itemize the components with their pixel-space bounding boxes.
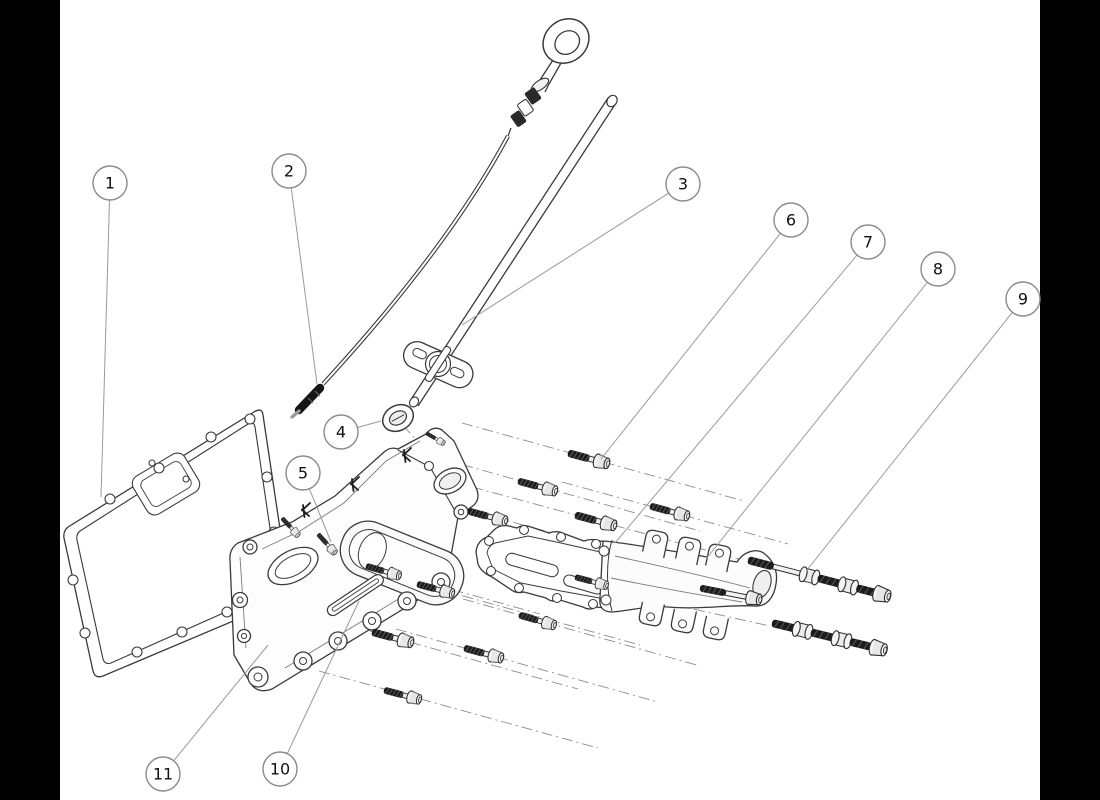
callout-2-leader [290,187,318,385]
gasket-cutout [131,452,201,516]
callout-5-balloon [285,455,321,491]
callout-2-balloon [271,153,307,189]
callout-5-number: 5 [298,464,308,483]
callout-3-balloon [665,166,701,202]
callout-1-number: 1 [105,174,115,193]
callout-8-leader [705,281,928,560]
drain-slot [326,573,384,617]
callout-4-leader [357,420,382,428]
callout-11-balloon [145,756,181,792]
dipstick-handle [542,18,590,64]
center-gasket-holes [483,524,602,610]
cover-bottom-tabs [638,601,730,641]
callout-10-leader [286,600,360,754]
callout-7-leader [614,254,858,544]
callout-6-number: 6 [786,211,796,230]
dipstick [290,18,590,419]
housing-oval-port [267,546,319,586]
cover-top-tabs [641,529,732,573]
callout-10-number: 10 [270,760,290,779]
callout-8-balloon [920,251,956,287]
letterbox-left [0,0,60,800]
callout-1-leader [100,199,111,498]
dipstick-tube [402,94,618,408]
callout-3-leader [461,192,669,326]
callout-5-leader [308,488,332,543]
callout-layer: 1 2 3 4 5 6 7 8 9 10 11 [92,153,1041,792]
callout-4-number: 4 [336,423,346,442]
callout-6-leader [600,232,781,460]
callout-6-balloon [773,202,809,238]
oil-cooler-housing [229,427,479,692]
callout-1-balloon [92,165,128,201]
callout-11-leader [173,644,269,762]
callout-3-number: 3 [678,175,688,194]
callout-2-number: 2 [284,162,294,181]
callout-9-number: 9 [1018,290,1028,309]
callout-9-leader [806,311,1013,571]
letterbox-right [1040,0,1100,800]
callout-4-balloon [323,414,359,450]
seal-grommet [381,403,415,433]
drawing-sheet [60,0,1040,800]
callout-7-number: 7 [863,233,873,252]
center-gasket [475,524,618,610]
callout-9-balloon [1005,281,1041,317]
callout-8-number: 8 [933,260,943,279]
housing-flange [397,449,467,517]
callout-11-number: 11 [153,765,173,784]
callout-7-balloon [850,224,886,260]
callout-10-balloon [262,751,298,787]
